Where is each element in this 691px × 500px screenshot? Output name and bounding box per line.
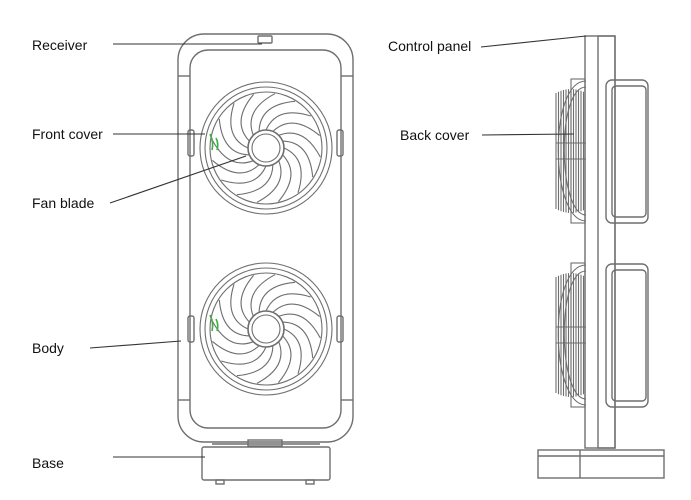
fan-blade xyxy=(212,159,260,174)
fan-hub xyxy=(247,310,285,348)
side-bottom-back-cover xyxy=(555,262,587,408)
front-base-body xyxy=(201,446,331,481)
fan-blade xyxy=(250,274,276,317)
leader-body xyxy=(89,340,182,349)
fan-blade xyxy=(221,165,267,184)
side-pillar xyxy=(584,35,616,449)
front-frame-outer xyxy=(177,33,354,443)
fan-blade xyxy=(258,100,296,132)
fan-blade xyxy=(218,118,250,156)
label-receiver: Receiver xyxy=(32,37,88,53)
fan-blade xyxy=(230,284,249,330)
label-back-cover: Back cover xyxy=(400,127,470,143)
leader-lines xyxy=(89,35,587,458)
fan-blade xyxy=(282,140,314,178)
fan-blade xyxy=(283,147,302,193)
fan-blade xyxy=(240,275,255,323)
fan-blade xyxy=(277,154,292,202)
fan-blade xyxy=(272,303,320,318)
fan-blade xyxy=(256,160,282,203)
fan-hub xyxy=(247,129,285,167)
fan-blade xyxy=(265,293,311,312)
side-bottom-housing xyxy=(605,263,649,408)
fan-blade xyxy=(250,93,276,136)
label-base: Base xyxy=(32,455,64,471)
fan-blade xyxy=(277,335,292,383)
fan-blade xyxy=(278,313,321,339)
fan-blade xyxy=(236,164,274,196)
fan-blade xyxy=(221,346,267,365)
fan-blade xyxy=(218,299,250,337)
fan-blade xyxy=(230,103,249,149)
fan-blade xyxy=(283,328,302,374)
fan-blade xyxy=(236,345,274,377)
fan-blade xyxy=(212,340,260,355)
fan-blade xyxy=(256,341,282,384)
label-control-panel: Control panel xyxy=(388,38,472,54)
fan-blade xyxy=(240,94,255,142)
fan-blade xyxy=(265,112,311,131)
fan-blade xyxy=(282,321,314,359)
leader-back-cover xyxy=(481,133,575,136)
receiver-bump xyxy=(257,35,273,44)
label-body: Body xyxy=(32,340,64,356)
fan-blade xyxy=(258,281,296,313)
leader-fan-blade xyxy=(109,155,247,204)
fan-blade xyxy=(278,132,321,158)
fan-blade xyxy=(272,122,320,137)
side-top-back-cover xyxy=(555,78,587,224)
front-cover-ring xyxy=(199,262,333,396)
accent-marks xyxy=(209,133,219,151)
bottom-fan xyxy=(199,262,333,396)
label-front-cover: Front cover xyxy=(32,126,103,142)
fan-blade xyxy=(211,319,254,345)
label-fan-blade: Fan blade xyxy=(32,195,95,211)
accent-marks xyxy=(209,314,219,332)
side-top-housing xyxy=(605,79,649,224)
front-cover-ring xyxy=(199,81,333,215)
side-base xyxy=(537,449,665,479)
fan-blade xyxy=(211,138,254,164)
leader-control-panel xyxy=(480,35,587,48)
front-frame-inner xyxy=(189,49,342,429)
top-fan xyxy=(199,81,333,215)
